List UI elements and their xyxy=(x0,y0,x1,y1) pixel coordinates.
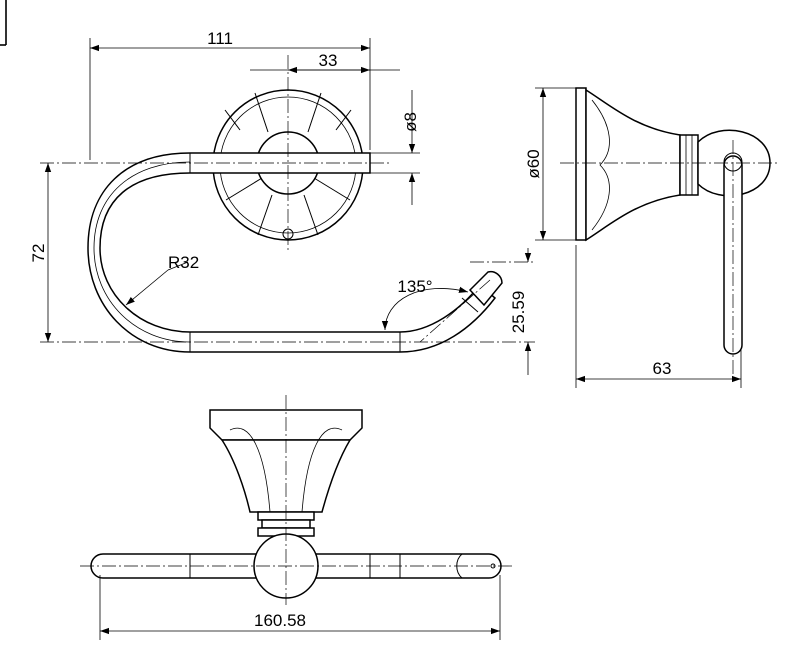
bottom-flare xyxy=(220,439,352,513)
side-dimensions: ø60 63 xyxy=(524,87,742,388)
dim-base-diameter: ø60 xyxy=(524,149,543,178)
side-view xyxy=(560,87,780,380)
front-view xyxy=(40,55,535,353)
dim-bottom-length: 160.58 xyxy=(254,611,306,630)
front-rosette-petals xyxy=(224,92,352,236)
dim-depth: 63 xyxy=(653,359,672,378)
side-base-plate xyxy=(575,87,587,241)
ring-end-cap xyxy=(468,270,503,307)
dim-top-width: 111 xyxy=(207,29,233,48)
dim-angle: 135° xyxy=(397,277,432,296)
front-dimensions: 111 33 ø8 72 R32 135° 25.59 xyxy=(29,29,532,375)
side-collar xyxy=(679,134,699,196)
dim-top-offset: 33 xyxy=(319,51,338,70)
dim-end-rise: 25.59 xyxy=(509,291,528,334)
bottom-dimensions: 160.58 xyxy=(99,575,501,640)
dim-pin-diameter: ø8 xyxy=(401,112,420,132)
sheet-frame-corner xyxy=(0,0,7,46)
bottom-view xyxy=(80,395,515,605)
dim-height: 72 xyxy=(29,244,48,263)
dim-radius: R32 xyxy=(168,253,199,272)
